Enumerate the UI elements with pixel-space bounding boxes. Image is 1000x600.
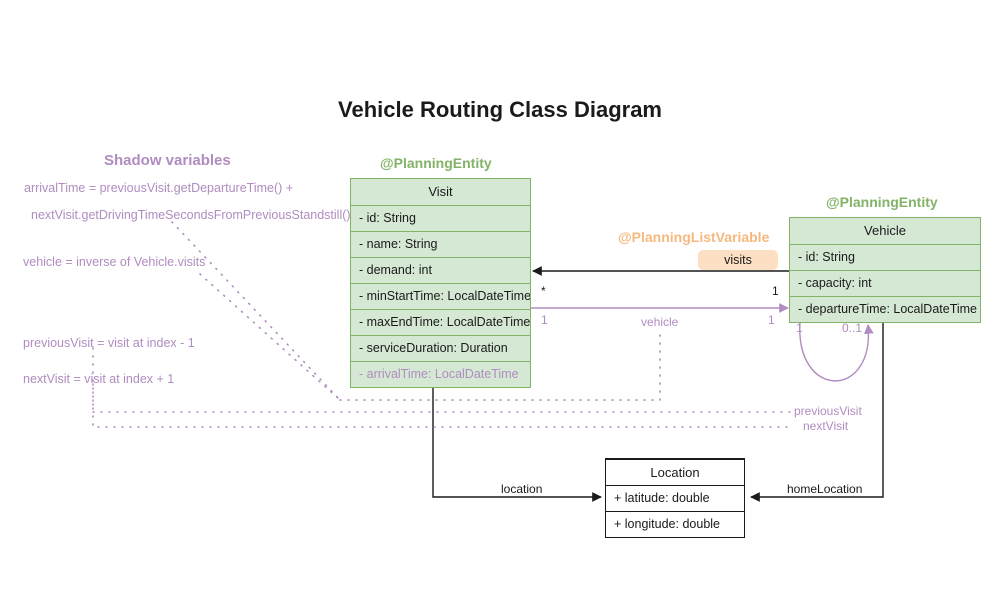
edge-location — [432, 386, 602, 502]
visit-attribute-arrivaltime: - arrivalTime: LocalDateTime — [351, 361, 530, 387]
page-title: Vehicle Routing Class Diagram — [338, 97, 662, 122]
shadow-note-nextvisit: nextVisit = visit at index + 1 — [23, 372, 175, 386]
shadow-note-arrivaltime-2: nextVisit.getDrivingTimeSecondsFromPrevi… — [31, 208, 351, 222]
multiplicity-vehicle-vehicle-side: 1 — [768, 313, 775, 327]
class-box-location[interactable]: Location + latitude: double + longitude:… — [605, 458, 745, 538]
vehicle-attribute: - capacity: int — [790, 270, 980, 296]
vehicle-stereotype: @PlanningEntity — [826, 194, 938, 210]
class-box-vehicle[interactable]: Vehicle - id: String - capacity: int - d… — [789, 217, 981, 323]
location-class-name: Location — [606, 459, 744, 485]
multiplicity-vehicle-visit-side: 1 — [541, 313, 548, 327]
visit-attribute: - serviceDuration: Duration — [351, 335, 530, 361]
visit-stereotype: @PlanningEntity — [380, 155, 492, 171]
multiplicity-visits-visit-side: * — [541, 284, 546, 298]
edge-label-homelocation: homeLocation — [787, 482, 863, 496]
location-attribute: + longitude: double — [606, 511, 744, 537]
visit-class-name: Visit — [428, 184, 453, 199]
vehicle-class-name: Vehicle — [864, 223, 906, 238]
shadow-variables-heading: Shadow variables — [104, 152, 231, 169]
edge-shadow-nextvisit — [92, 383, 791, 428]
multiplicity-visits-vehicle-side: 1 — [772, 284, 779, 298]
visit-attribute: - minStartTime: LocalDateTime — [351, 283, 530, 309]
visit-attribute: - maxEndTime: LocalDateTime — [351, 309, 530, 335]
visit-attribute: - id: String — [351, 205, 530, 231]
edge-shadow-vehicle — [199, 273, 341, 401]
shadow-note-vehicle: vehicle = inverse of Vehicle.visits — [23, 255, 206, 269]
vehicle-attribute: - id: String — [790, 244, 980, 270]
multiplicity-self-loop-left: 1 — [796, 321, 803, 335]
edge-label-vehicle: vehicle — [641, 315, 679, 329]
edge-label-location: location — [501, 482, 543, 496]
visits-badge[interactable]: visits — [698, 250, 778, 270]
visit-attribute: - demand: int — [351, 257, 530, 283]
shadow-note-arrivaltime-1: arrivalTime = previousVisit.getDeparture… — [24, 181, 294, 195]
vehicle-attribute: - departureTime: LocalDateTime — [790, 296, 980, 322]
edge-label-nextvisit: nextVisit — [803, 419, 849, 433]
class-box-visit[interactable]: Visit - id: String - name: String - dema… — [350, 178, 531, 388]
edge-label-previousvisit: previousVisit — [794, 404, 862, 418]
multiplicity-self-loop-right: 0..1 — [842, 321, 863, 335]
planning-list-variable-stereotype: @PlanningListVariable — [618, 229, 770, 245]
location-attribute: + latitude: double — [606, 485, 744, 511]
shadow-note-previousvisit: previousVisit = visit at index - 1 — [23, 336, 195, 350]
visit-attribute: - name: String — [351, 231, 530, 257]
edge-shadow-arrivaltime — [171, 221, 341, 401]
